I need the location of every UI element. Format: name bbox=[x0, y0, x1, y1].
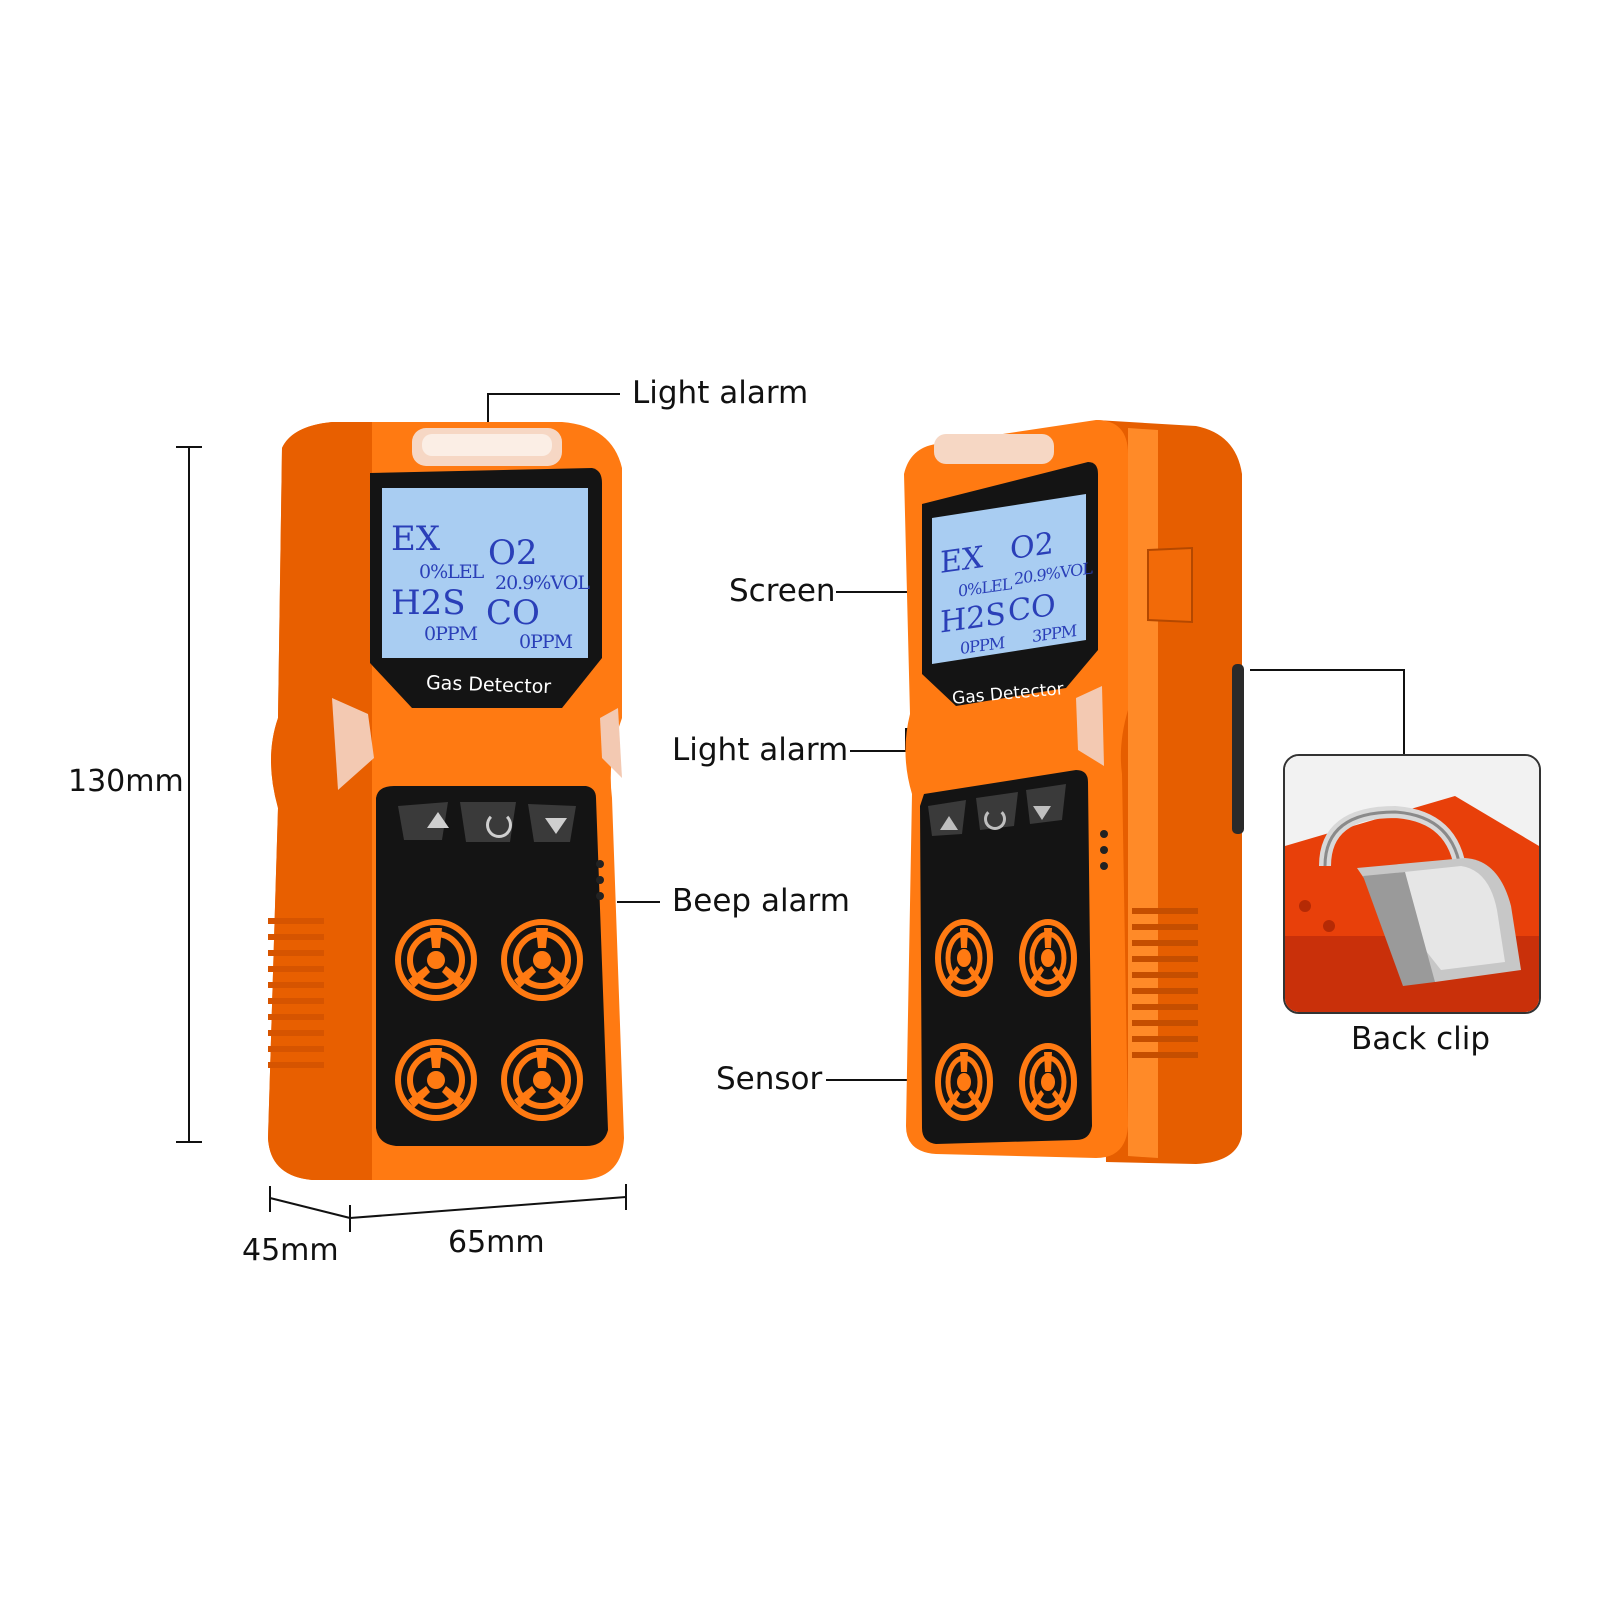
side-screen-gas-ex: EX bbox=[940, 539, 984, 582]
down-arrow-icon bbox=[545, 818, 567, 834]
back-clip-image bbox=[1285, 756, 1539, 1012]
screen-value-o2: 20.9%VOL bbox=[495, 572, 590, 594]
sensor-array-side bbox=[930, 910, 1100, 1140]
gas-detector-side-view bbox=[904, 420, 1244, 1164]
callout-back-clip: Back clip bbox=[1351, 1021, 1491, 1057]
sensor-icon bbox=[938, 922, 990, 994]
callout-beep-alarm: Beep alarm bbox=[672, 883, 850, 919]
sensor-icon bbox=[938, 1046, 990, 1118]
sensor-icon bbox=[504, 922, 580, 998]
sensor-icon bbox=[1022, 922, 1074, 994]
sensor-array-front bbox=[392, 914, 592, 1134]
side-screen-gas-co: CO bbox=[1008, 587, 1056, 630]
screen-value-h2s: 0PPM bbox=[424, 623, 478, 645]
callout-screen: Screen bbox=[729, 573, 836, 609]
callout-sensor: Sensor bbox=[716, 1061, 823, 1097]
screen-value-ex: 0%LEL bbox=[419, 561, 484, 583]
sensor-icon bbox=[1022, 1046, 1074, 1118]
screen-gas-h2s: H2S bbox=[391, 583, 466, 623]
side-screen-gas-o2: O2 bbox=[1010, 525, 1054, 568]
dimension-width: 65mm bbox=[448, 1225, 545, 1260]
power-icon bbox=[984, 808, 1006, 830]
dimension-height: 130mm bbox=[68, 764, 184, 799]
back-clip-inset bbox=[1283, 754, 1541, 1014]
up-arrow-icon bbox=[940, 816, 958, 830]
side-screen-gas-h2s: H2S bbox=[940, 596, 1006, 641]
dimension-depth: 45mm bbox=[242, 1233, 339, 1268]
sensor-icon bbox=[504, 1042, 580, 1118]
sensor-icon bbox=[398, 1042, 474, 1118]
screen-gas-ex: EX bbox=[391, 519, 441, 559]
up-arrow-icon bbox=[427, 812, 449, 828]
screen-gas-co: CO bbox=[486, 593, 540, 633]
down-arrow-icon bbox=[1033, 806, 1051, 820]
sensor-icon bbox=[398, 922, 474, 998]
screen-gas-o2: O2 bbox=[488, 533, 538, 573]
callout-light-alarm-top: Light alarm bbox=[632, 375, 809, 411]
power-icon bbox=[486, 812, 512, 838]
callout-light-alarm-side: Light alarm bbox=[672, 732, 849, 768]
device-brand-label: Gas Detector bbox=[425, 671, 552, 699]
screen-value-co: 0PPM bbox=[519, 631, 573, 653]
